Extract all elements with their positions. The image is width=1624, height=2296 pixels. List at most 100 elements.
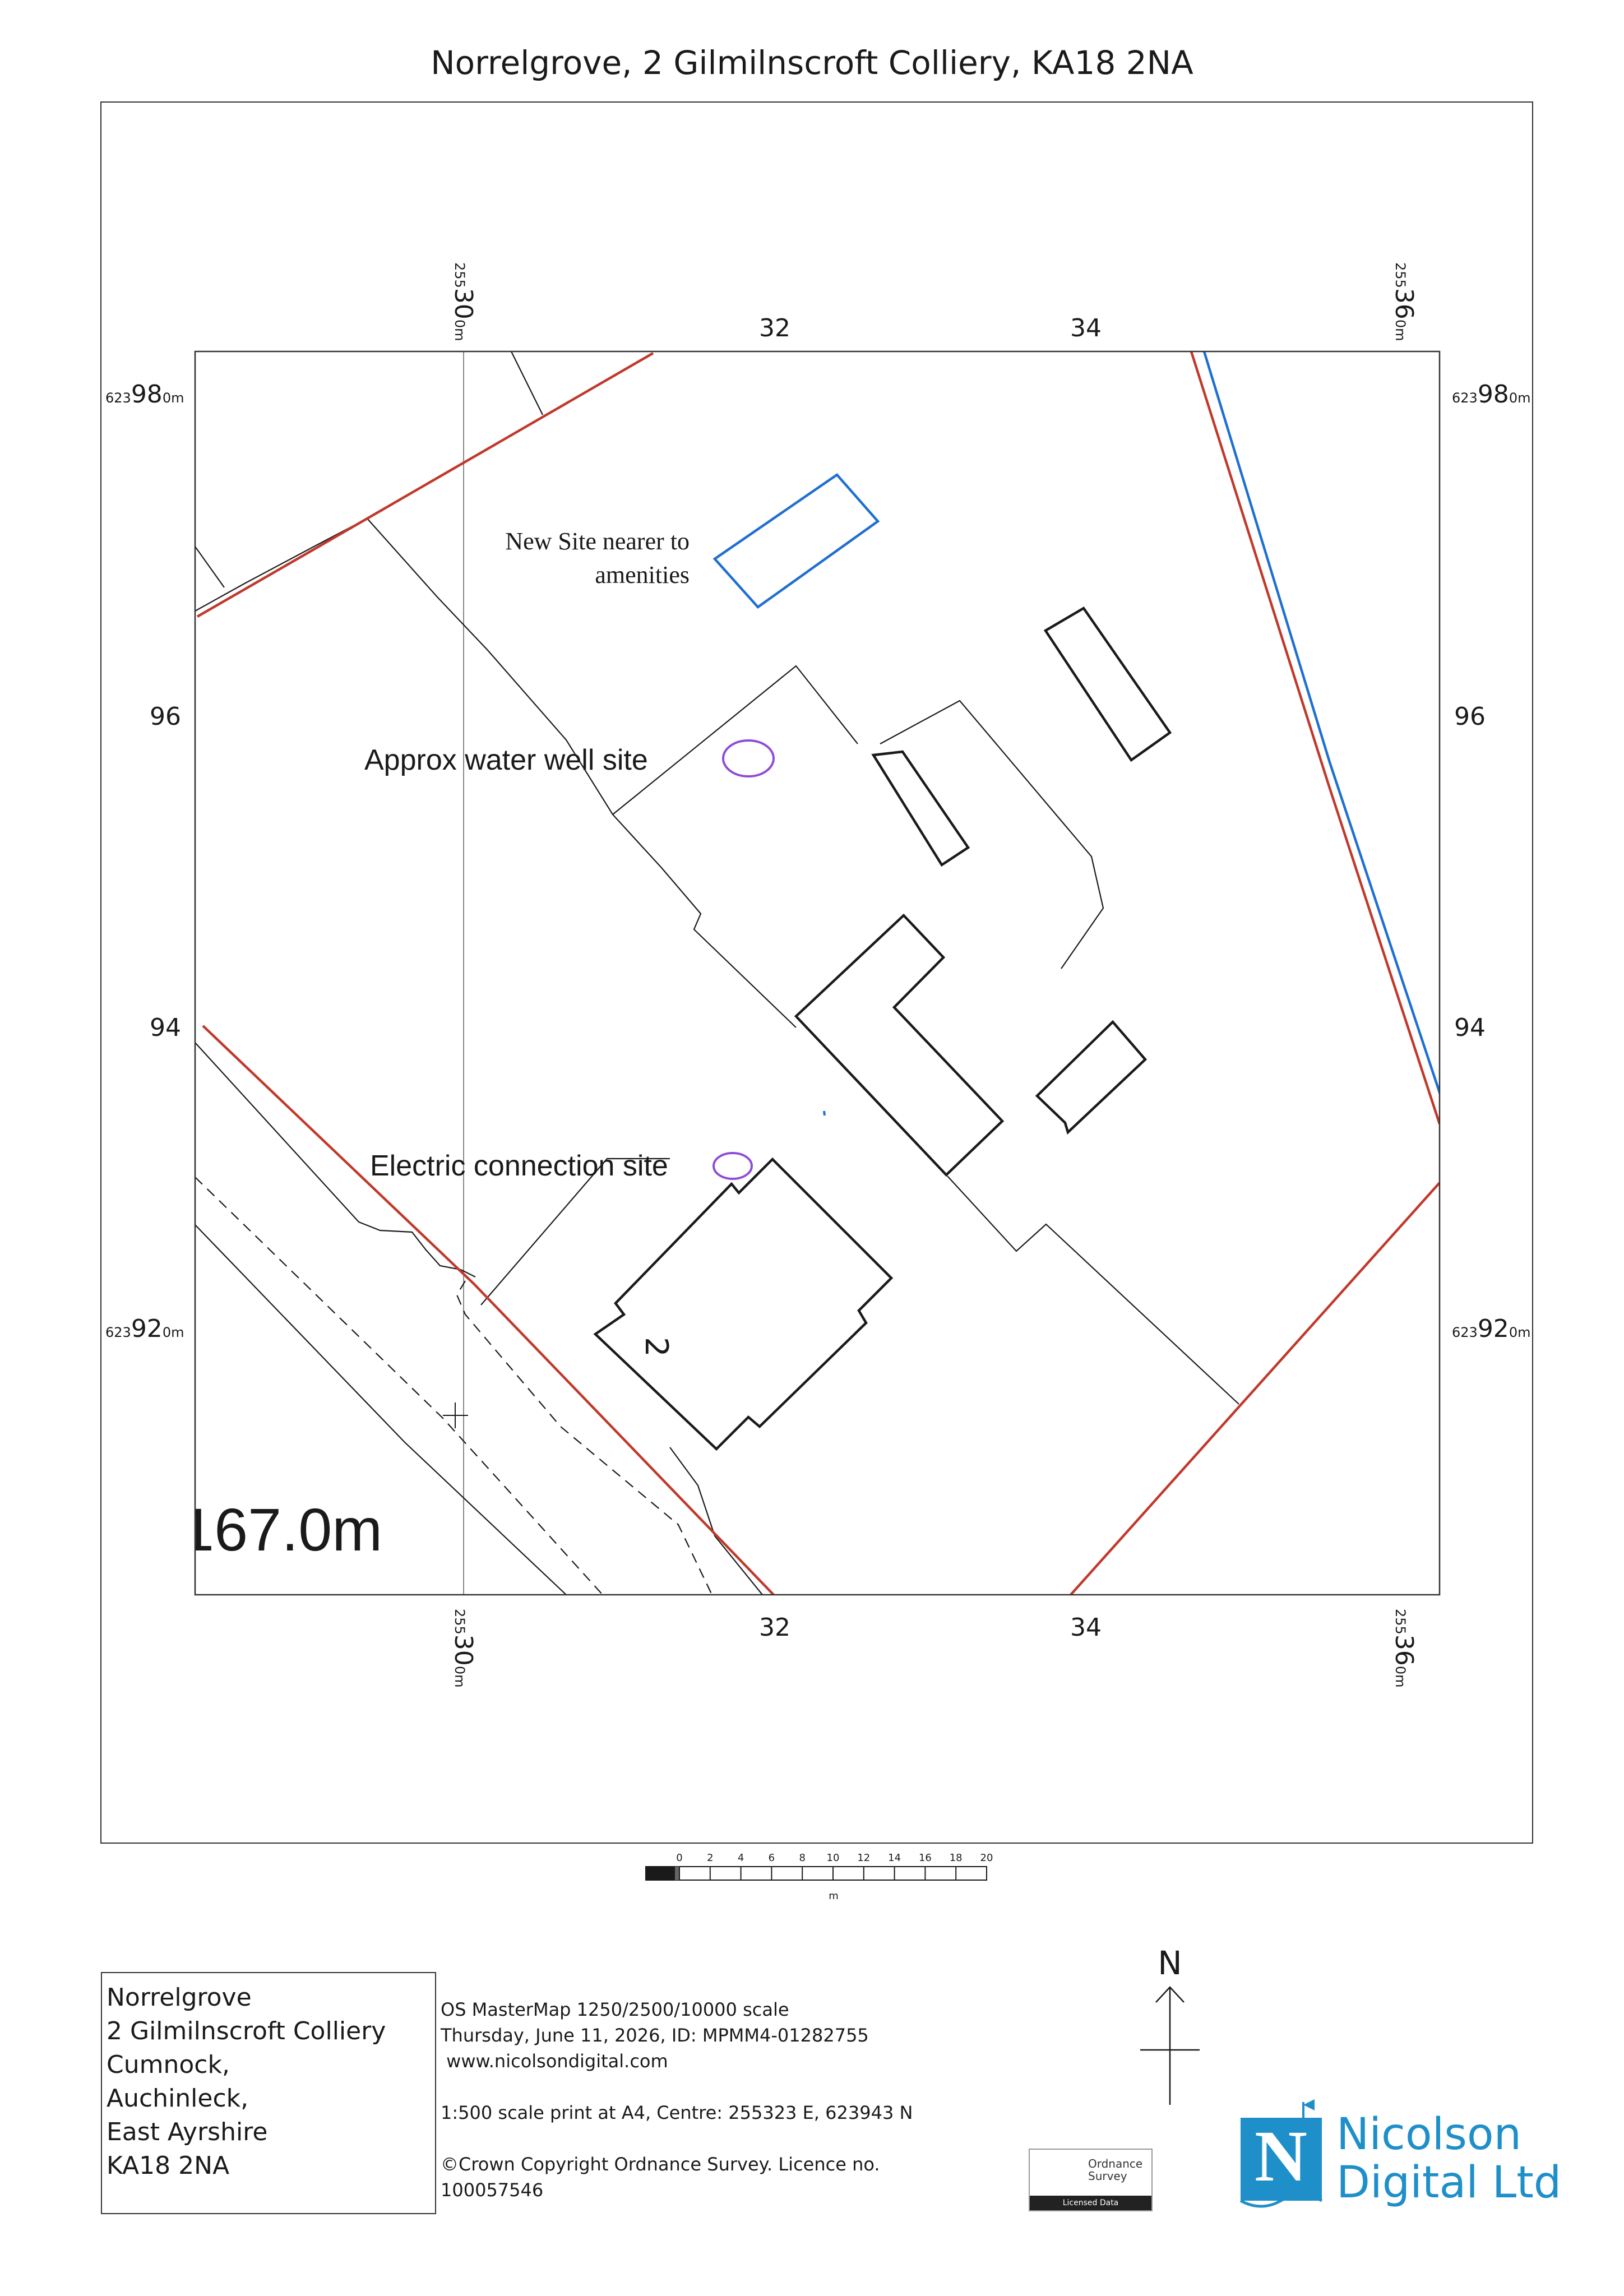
scale-tick-label: 20 xyxy=(980,1852,993,1864)
new-site-label-line1: New Site nearer to xyxy=(505,527,690,555)
grid-label-easting-30-bottom: 255300m xyxy=(449,1609,478,1687)
address-box: Norrelgrove 2 Gilmilnscroft Colliery Cum… xyxy=(101,1972,436,2214)
easting-value: 36 xyxy=(1390,1635,1418,1666)
easting-prefix: 255 xyxy=(1392,262,1408,288)
logo-line2: Digital Ltd xyxy=(1336,2158,1562,2208)
electric-connection-marker xyxy=(712,1152,753,1180)
scale-tick-label: 6 xyxy=(769,1852,775,1864)
info-line-date: Thursday, June 11, 2026, ID: MPMM4-01282… xyxy=(441,2025,869,2046)
scale-tick-label: 0 xyxy=(676,1852,682,1864)
grid-label-northing-98-left: 623980m xyxy=(105,380,184,409)
red-boundary xyxy=(196,352,654,618)
nicolson-logo-icon: N xyxy=(1239,2099,1323,2208)
scale-bar-block xyxy=(657,1867,668,1880)
scale-tick-label: 14 xyxy=(888,1852,901,1864)
northing-unit: 0m xyxy=(163,1325,184,1340)
scale-tick-label: 12 xyxy=(857,1852,870,1864)
new-site-label-line2: amenities xyxy=(595,561,690,589)
northing-unit: 0m xyxy=(163,390,184,406)
scale-tick-label: 4 xyxy=(738,1852,744,1864)
scale-tick-label: 10 xyxy=(827,1852,840,1864)
boundary-line xyxy=(880,700,1104,969)
grid-label-easting-30-top: 255300m xyxy=(449,262,478,341)
height-label: 167.0m xyxy=(181,1496,382,1563)
northing-prefix: 623 xyxy=(1452,390,1478,406)
grid-label-left-94: 94 xyxy=(150,1013,181,1042)
grid-label-right-96: 96 xyxy=(1454,702,1486,731)
northing-value: 92 xyxy=(131,1314,163,1343)
scale-unit: m xyxy=(829,1890,839,1902)
red-boundary xyxy=(1070,1182,1440,1595)
north-arrow-head xyxy=(1155,1986,1185,2003)
logo-mark-bg xyxy=(1241,2118,1322,2201)
building xyxy=(593,1157,894,1451)
scale-bar-block xyxy=(646,1867,657,1880)
scale-bar-block xyxy=(668,1867,675,1880)
grid-label-bottom-32: 32 xyxy=(759,1613,790,1642)
boundary-line xyxy=(612,665,858,815)
easting-unit: 0m xyxy=(452,1666,468,1688)
grid-label-easting-36-top: 255360m xyxy=(1390,262,1418,341)
info-spacer xyxy=(441,2074,913,2100)
building xyxy=(794,913,1005,1177)
grid-label-easting-36-bottom: 255360m xyxy=(1390,1609,1418,1687)
boundary-line xyxy=(511,351,543,415)
address-line: Cumnock, xyxy=(107,2050,230,2079)
os-badge-name-line1: Ordnance xyxy=(1088,2157,1143,2170)
easting-prefix: 255 xyxy=(452,1609,468,1635)
easting-unit: 0m xyxy=(1392,320,1408,341)
info-line-source: OS MasterMap 1250/2500/10000 scale xyxy=(441,1999,789,2020)
north-arrow xyxy=(1140,1986,1200,2105)
info-line-copyright: ©Crown Copyright Ordnance Survey. Licenc… xyxy=(441,2154,880,2175)
scale-bar-body xyxy=(645,1866,987,1881)
building xyxy=(871,750,970,867)
info-line-licence: 100057546 xyxy=(441,2179,544,2201)
grid-label-left-96: 96 xyxy=(150,702,181,731)
electric-connection-label: Electric connection site xyxy=(370,1150,668,1182)
grid-label-right-94: 94 xyxy=(1454,1013,1486,1042)
grid-label-northing-98-right: 623980m xyxy=(1452,380,1530,409)
road-edge xyxy=(195,1224,567,1595)
red-boundary xyxy=(202,1025,775,1595)
building xyxy=(1035,1020,1148,1135)
nicolson-logo-text: Nicolson Digital Ltd xyxy=(1336,2110,1561,2207)
logo-line1: Nicolson xyxy=(1336,2109,1522,2160)
north-label: N xyxy=(1158,1944,1182,1982)
logo-mark-waves xyxy=(1239,2193,1323,2208)
plot-boundary xyxy=(947,1175,1239,1405)
cross-marker xyxy=(443,1402,468,1428)
logo-mark-flag xyxy=(1303,2099,1315,2110)
easting-unit: 0m xyxy=(452,320,468,341)
grid-labels: 32 34 32 34 96 94 96 94 623980m 623980m … xyxy=(105,262,1530,1687)
blue-boundary xyxy=(1202,351,1440,1097)
road-dashed xyxy=(456,1280,712,1595)
grid-label-northing-92-right: 623920m xyxy=(1452,1314,1530,1343)
address-line: East Ayrshire xyxy=(107,2118,268,2146)
blue-dot xyxy=(823,1110,826,1116)
page-title: Norrelgrove, 2 Gilmilnscroft Colliery, K… xyxy=(431,44,1193,82)
scale-tick-label: 18 xyxy=(950,1852,963,1864)
os-licensed-badge: Ordnance Survey Licensed Data xyxy=(1029,2149,1153,2211)
road-dashed xyxy=(195,1177,603,1595)
map-content: New Site nearer to amenities Approx wate… xyxy=(181,351,1440,1595)
boundary-line xyxy=(195,546,225,588)
grid-label-bottom-34: 34 xyxy=(1070,1613,1102,1642)
info-line-website: www.nicolsondigital.com xyxy=(441,2050,668,2072)
building xyxy=(1043,607,1172,762)
water-well-marker xyxy=(722,739,775,777)
northing-value: 98 xyxy=(131,380,163,409)
road-edge xyxy=(669,1447,763,1595)
info-line-scale: 1:500 scale print at A4, Centre: 255323 … xyxy=(441,2102,913,2123)
water-well-label: Approx water well site xyxy=(364,744,648,776)
easting-value: 30 xyxy=(449,1635,478,1666)
red-boundary xyxy=(1190,351,1440,1124)
northing-prefix: 623 xyxy=(105,1325,131,1340)
road-edge xyxy=(480,1158,670,1306)
house-number-label: 2 xyxy=(638,1337,674,1357)
grid-label-top-34: 34 xyxy=(1070,314,1102,342)
northing-prefix: 623 xyxy=(105,390,131,406)
northing-prefix: 623 xyxy=(1452,1325,1478,1340)
northing-value: 92 xyxy=(1478,1314,1509,1343)
